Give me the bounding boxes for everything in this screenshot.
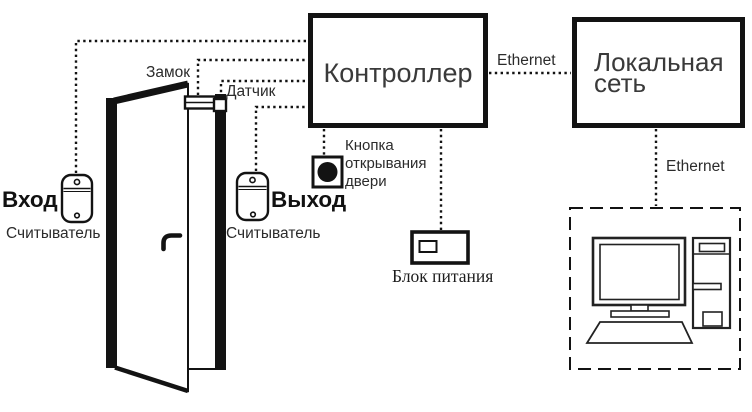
entrance-title: Вход bbox=[2, 187, 58, 212]
entrance-reader-label: Считыватель bbox=[6, 225, 101, 242]
lan-box: Локальная сеть bbox=[572, 17, 745, 128]
workstation-dashed-frame bbox=[569, 207, 741, 370]
exit-reader-icon bbox=[235, 171, 270, 222]
door-icon bbox=[106, 80, 228, 394]
door-sensor-icon bbox=[212, 97, 228, 113]
door-button-icon bbox=[311, 155, 344, 189]
lock-label: Замок bbox=[146, 64, 191, 81]
controller-box: Контроллер bbox=[308, 13, 488, 128]
sensor-label: Датчик bbox=[226, 83, 276, 100]
keyboard-icon bbox=[585, 321, 694, 344]
tower-icon bbox=[691, 236, 732, 330]
workstation-icon bbox=[569, 207, 741, 370]
lock-cable bbox=[196, 58, 308, 95]
ethernet-label-controller-lan: Ethernet bbox=[497, 52, 556, 69]
lan-label: Локальная сеть bbox=[594, 46, 724, 98]
door-lock-icon bbox=[183, 95, 217, 110]
exit-title: Выход bbox=[271, 187, 347, 212]
door-button-label: Кнопка открывания двери bbox=[345, 137, 427, 190]
entrance-reader-icon bbox=[60, 173, 94, 224]
controller-label: Контроллер bbox=[323, 58, 473, 88]
ethernet-label-lan-workstation: Ethernet bbox=[666, 158, 725, 175]
exit-reader-cable bbox=[254, 105, 308, 171]
power-supply-label: Блок питания bbox=[392, 266, 494, 286]
door-handle-icon bbox=[161, 233, 183, 252]
power-supply-icon bbox=[410, 230, 470, 265]
exit-reader-label: Считыватель bbox=[226, 225, 321, 242]
